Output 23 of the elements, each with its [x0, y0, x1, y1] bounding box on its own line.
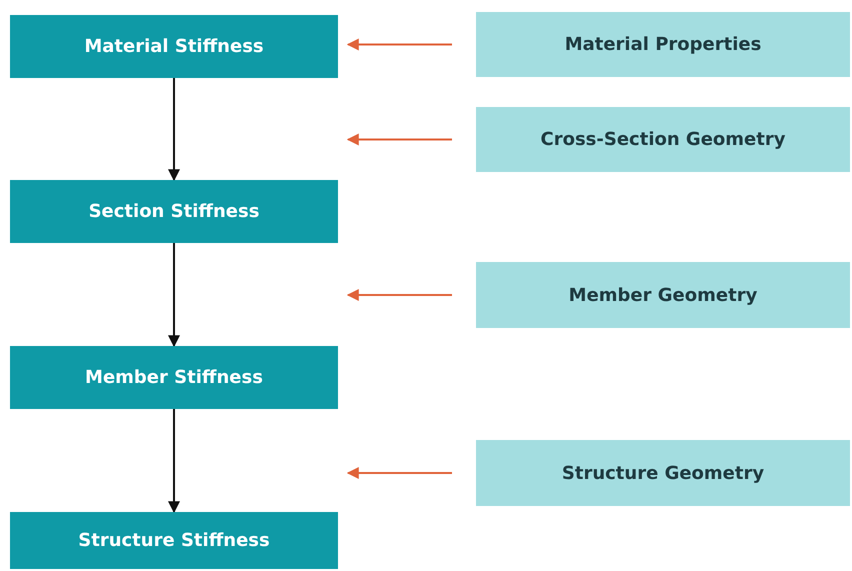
box-label: Member Stiffness [85, 367, 263, 388]
arrow [346, 38, 452, 50]
arrow [168, 243, 180, 348]
box-label: Structure Geometry [562, 462, 764, 484]
process-box [10, 180, 338, 243]
box-label: Material Properties [564, 34, 762, 55]
process-box [10, 346, 338, 409]
process-box [10, 512, 338, 569]
box-label: Structure Stiffness [78, 530, 270, 551]
arrow [168, 409, 180, 514]
input-box [476, 262, 850, 328]
box-label: Cross-Section Geometry [540, 129, 786, 150]
arrow [168, 78, 180, 182]
input-box [476, 107, 850, 172]
box-label: Section Stiffness [88, 201, 260, 222]
input-box [476, 12, 850, 77]
arrow [346, 467, 452, 479]
process-box [10, 15, 338, 78]
box-label: Material Stiffness [84, 36, 264, 57]
arrow [346, 289, 452, 301]
input-box [476, 440, 850, 506]
arrow [346, 134, 452, 146]
box-label: Member Geometry [568, 284, 758, 306]
